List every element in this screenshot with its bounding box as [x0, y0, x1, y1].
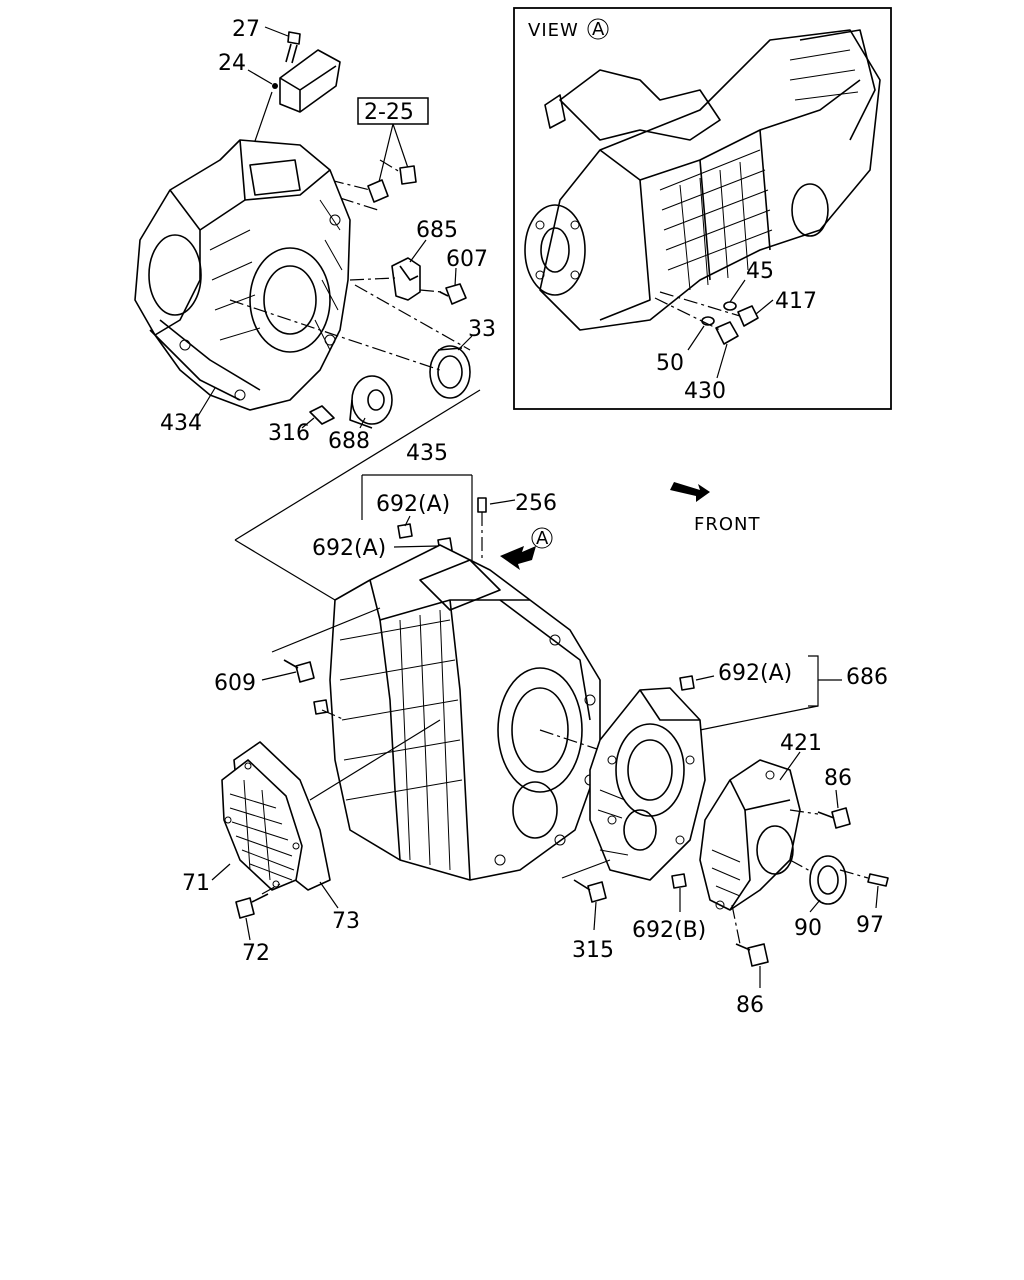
rear-cover-group: 692(A) 686 421 86 90 — [561, 655, 889, 1018]
label-86-upper: 86 — [824, 766, 852, 791]
view-a-arrow-marker: A — [536, 528, 549, 549]
stud-97 — [867, 873, 889, 887]
bolt-72 — [235, 897, 255, 919]
pin-256 — [477, 497, 487, 513]
label-685: 685 — [416, 218, 458, 243]
cover-71 — [221, 759, 303, 891]
main-case-group: 435 692(A) 692(A) 256 A — [234, 441, 601, 881]
label-430: 430 — [684, 379, 726, 404]
front-arrow-icon — [670, 482, 710, 502]
bolt-86-lower — [747, 943, 769, 967]
bolt-27 — [287, 31, 301, 45]
bearing-688 — [351, 375, 393, 425]
pin-692a-1 — [397, 523, 413, 539]
extension-housing-421 — [699, 759, 801, 911]
bolt-609-group: 609 — [214, 607, 381, 721]
label-315: 315 — [572, 938, 614, 963]
pin-692b — [671, 873, 687, 889]
transmission-assembly-drawing — [524, 29, 881, 331]
cover-24 — [279, 49, 341, 113]
view-a-arrow — [500, 546, 536, 570]
inset-marker-circle — [587, 18, 609, 40]
label-692a-3: 692(A) — [718, 661, 792, 686]
inset-frame — [513, 7, 892, 410]
side-cover-group: 71 73 72 — [182, 719, 441, 966]
label-72: 72 — [242, 941, 270, 966]
plug-430 — [715, 321, 739, 345]
bolt-315 — [587, 881, 607, 903]
label-316: 316 — [268, 421, 310, 446]
inset-title: VIEW — [528, 20, 579, 41]
seal-33 — [429, 345, 471, 399]
label-71: 71 — [182, 871, 210, 896]
rear-cover-686 — [589, 687, 706, 881]
label-692a-1: 692(A) — [376, 492, 450, 517]
key-316 — [309, 405, 335, 425]
label-86-lower: 86 — [736, 993, 764, 1018]
washer-24 — [272, 83, 278, 89]
inset-marker: A — [592, 19, 605, 40]
label-24: 24 — [218, 51, 246, 76]
label-90: 90 — [794, 916, 822, 941]
label-688: 688 — [328, 429, 370, 454]
bolt-2-25-b — [399, 165, 417, 185]
front-direction-indicator: FRONT — [670, 482, 761, 535]
label-607: 607 — [446, 247, 488, 272]
label-686: 686 — [846, 665, 888, 690]
label-97: 97 — [856, 913, 884, 938]
pin-692a-3 — [679, 675, 695, 691]
label-692a-2: 692(A) — [312, 536, 386, 561]
label-33: 33 — [468, 317, 496, 342]
seal-90 — [809, 855, 847, 905]
plug-417 — [737, 305, 759, 327]
label-256: 256 — [515, 491, 557, 516]
bolt-2-25-a — [367, 179, 389, 203]
label-2-25: 2-25 — [364, 100, 414, 125]
label-692b: 692(B) — [632, 918, 706, 943]
label-73: 73 — [332, 909, 360, 934]
label-434: 434 — [160, 411, 202, 436]
label-50: 50 — [656, 351, 684, 376]
o-ring-45 — [723, 301, 737, 311]
label-417: 417 — [775, 289, 817, 314]
label-609: 609 — [214, 671, 256, 696]
front-label: FRONT — [694, 514, 761, 535]
label-45: 45 — [746, 259, 774, 284]
view-a-inset: VIEW A — [513, 7, 892, 410]
bolt-607 — [445, 283, 467, 305]
transmission-case — [329, 544, 601, 881]
bracket-685 — [391, 257, 421, 301]
label-435: 435 — [406, 441, 448, 466]
label-421: 421 — [780, 731, 822, 756]
bolt-86-upper — [831, 807, 851, 829]
clutch-housing-group: 27 24 2-25 434 685 — [134, 17, 496, 541]
view-a-arrow-circle — [531, 527, 553, 549]
label-27: 27 — [232, 17, 260, 42]
bolt-609 — [295, 661, 315, 683]
